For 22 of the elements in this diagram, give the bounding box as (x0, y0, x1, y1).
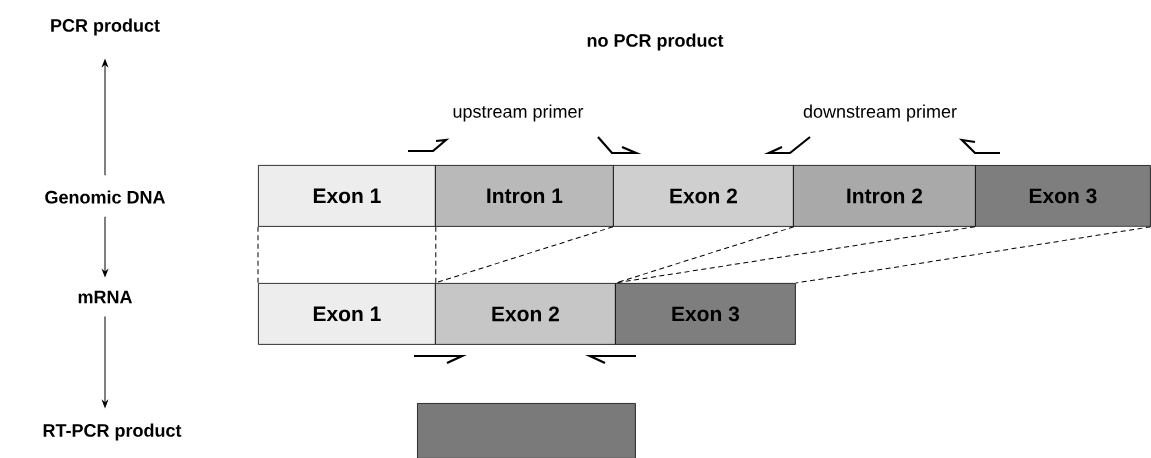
result-label: no PCR product (587, 33, 724, 51)
exon-box: Exon 3 (975, 165, 1151, 227)
exon-box: Exon 1 (258, 283, 436, 345)
exon-box: Exon 3 (615, 283, 796, 345)
stage-label: PCR product (51, 18, 160, 36)
exon-box: Exon 1 (258, 165, 436, 227)
dashed-line (435, 226, 437, 284)
product-bar (417, 403, 636, 458)
primer-label: upstream primer (453, 104, 584, 122)
arrow (102, 216, 108, 277)
arrow (102, 59, 108, 176)
dashed-line (257, 226, 259, 284)
dashed-line (434, 226, 614, 284)
exon-box: Exon 2 (613, 165, 794, 227)
primer-label: downstream primer (803, 104, 957, 122)
intron-box: Intron 2 (793, 165, 976, 227)
stage-label: Genomic DNA (45, 190, 165, 204)
arrow (102, 315, 108, 408)
stage-label: mRNA (78, 290, 133, 304)
exon-box: Exon 2 (435, 283, 616, 345)
intron-box: Intron 1 (435, 165, 614, 227)
stage-label: RT-PCR product (43, 423, 182, 441)
